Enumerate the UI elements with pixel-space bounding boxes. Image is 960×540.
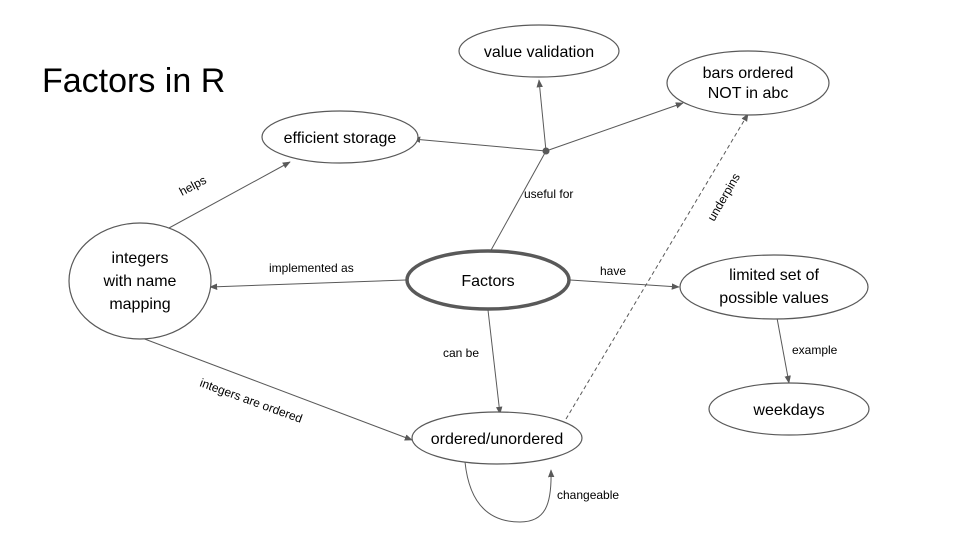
edges [141,79,791,523]
node-label-line: NOT in abc [708,85,789,102]
edge-label-implemented-as: implemented as [269,261,354,275]
node-label: ordered/unordered [431,431,564,448]
node-label: Factors [461,273,514,290]
edge-junction-value-validation [536,79,547,152]
edge-factors-limited-set [569,279,680,290]
edge-limited-set-weekdays [776,317,791,384]
node-label-line: with name [103,273,177,290]
node-factors: Factors [405,249,571,311]
edge-factors-ordered [487,309,503,415]
node-label-line: integers [112,250,169,267]
edge-label-integers-are-ordered: integers are ordered [198,376,304,426]
node-label-line: bars ordered [703,65,794,82]
node-label-line: possible values [719,290,828,307]
node-label-line: mapping [109,296,170,313]
node-label-line: limited set of [729,267,819,284]
page-title: Factors in R [42,62,225,100]
edge-factors-integers [209,279,407,290]
edge-integers-efficient-storage [146,161,291,241]
edge-label-useful-for: useful for [524,187,573,201]
edge-label-helps: helps [177,173,209,199]
edge-label-changeable: changeable [557,488,619,502]
edge-integers-ordered [141,337,413,441]
node-bars-ordered: bars ordered NOT in abc [666,50,830,116]
node-label: value validation [484,44,594,61]
node-ordered-unordered: ordered/unordered [411,411,583,465]
edge-junction-efficient-storage [412,136,547,152]
edge-factors-junction [489,150,547,253]
edge-ordered-self-loop [464,461,555,523]
node-weekdays: weekdays [708,382,870,436]
node-label: weekdays [752,402,824,419]
edge-junction-bars-ordered [545,102,684,152]
node-limited-set: limited set of possible values [679,254,869,320]
edge-ordered-bars-ordered [565,113,749,420]
edge-label-example: example [792,343,838,357]
edge-label-underpins: underpins [704,171,742,224]
node-label: efficient storage [284,130,397,147]
edge-label-can-be: can be [443,346,479,360]
node-efficient-storage: efficient storage [261,110,419,164]
edge-label-have: have [600,264,626,278]
node-integers-mapping: integers with name mapping [68,222,212,340]
nodes: value validation bars ordered NOT in abc… [68,24,870,465]
node-value-validation: value validation [458,24,620,78]
